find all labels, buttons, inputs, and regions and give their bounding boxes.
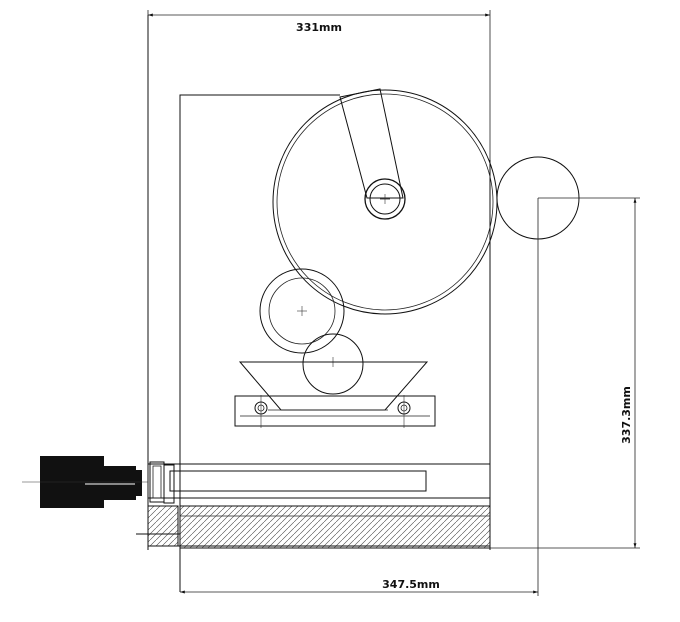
motor — [22, 456, 148, 508]
base-plate — [136, 505, 491, 549]
large-wheel — [272, 88, 498, 315]
dimension-bottom-label: 347.5mm — [382, 578, 440, 591]
dimension-bottom-width: 347.5mm — [180, 578, 538, 594]
hopper-tray — [234, 361, 436, 428]
dimension-right-height: 337.3mm — [490, 198, 640, 549]
dimension-top-width: 331mm — [147, 10, 491, 462]
small-roller — [302, 333, 364, 395]
dimension-right-label: 337.3mm — [620, 386, 633, 444]
shaft-assembly — [147, 461, 491, 504]
right-roller — [496, 156, 640, 240]
dimension-top-label: 331mm — [296, 21, 342, 34]
mid-roller — [259, 268, 345, 354]
